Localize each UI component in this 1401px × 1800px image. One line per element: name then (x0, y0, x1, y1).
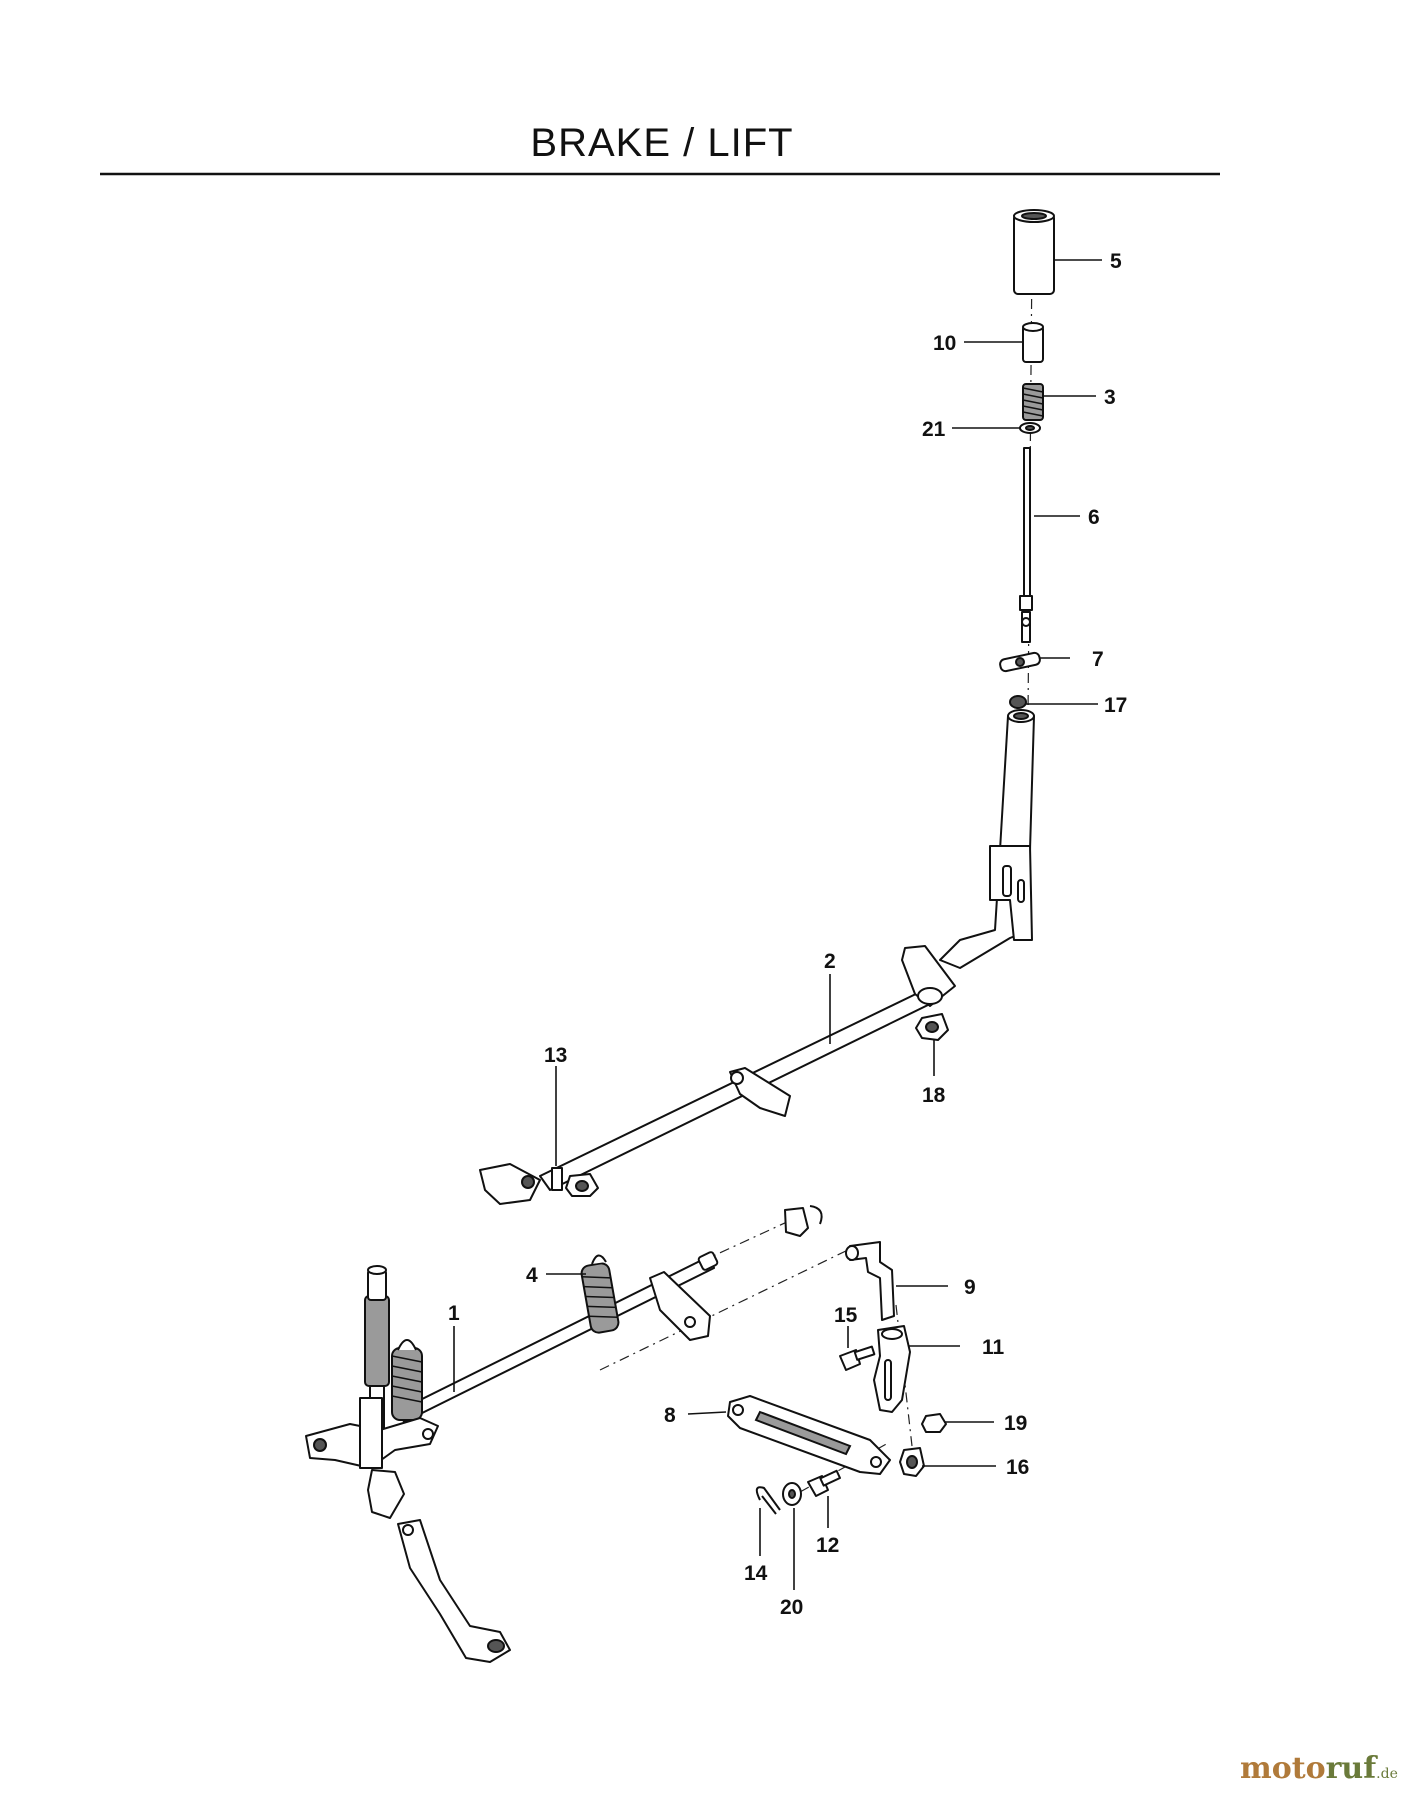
part-15-bolt[interactable] (839, 1345, 876, 1371)
part-9-bent-rod[interactable] (845, 1241, 895, 1321)
part-8-link-plate[interactable] (727, 1395, 891, 1475)
callout-20: 20 (780, 1596, 803, 1619)
part-2-rear-shaft[interactable] (479, 945, 956, 1205)
callout-7: 7 (1092, 648, 1104, 671)
callout-18: 18 (922, 1084, 946, 1107)
callout-5: 5 (1110, 250, 1122, 273)
brake-pedal-arm (397, 1519, 511, 1663)
shaft-clip (784, 1205, 823, 1237)
callout-8: 8 (664, 1404, 676, 1427)
pedal-post-assembly (305, 1265, 439, 1519)
part-21-washer[interactable] (1019, 422, 1041, 434)
part-17-nut[interactable] (1009, 695, 1027, 709)
part-20-washer[interactable] (782, 1482, 802, 1506)
part-18-nut[interactable] (915, 1013, 949, 1041)
part-19-nut[interactable] (921, 1413, 947, 1433)
callout-13: 13 (544, 1044, 567, 1067)
callout-9: 9 (964, 1276, 976, 1299)
callout-16: 16 (1006, 1456, 1029, 1479)
assembly-axis-lower-2 (599, 1247, 853, 1371)
part-16-nut[interactable] (899, 1447, 925, 1477)
page-title: BRAKE / LIFT (530, 121, 793, 165)
part-5-knob[interactable] (1013, 209, 1055, 295)
callout-6: 6 (1088, 506, 1100, 529)
callout-10: 10 (933, 332, 956, 355)
part-12-pin[interactable] (807, 1469, 842, 1497)
part-1-front-shaft[interactable] (399, 1251, 719, 1423)
callout-2: 2 (824, 950, 836, 973)
part-4-spring[interactable] (580, 1254, 620, 1334)
callout-14: 14 (744, 1562, 768, 1585)
watermark-logo: motoruf.de (1240, 1751, 1398, 1786)
part-6-rod[interactable] (1019, 447, 1033, 643)
part-11-slotted-link[interactable] (873, 1325, 911, 1413)
callout-1: 1 (448, 1302, 460, 1325)
leader-lines (453, 259, 1102, 1590)
part-3-spring[interactable] (1022, 383, 1044, 421)
callout-3: 3 (1104, 386, 1116, 409)
part-10-sleeve[interactable] (1022, 322, 1044, 363)
part-7-pin[interactable] (999, 651, 1041, 673)
callout-19: 19 (1004, 1412, 1027, 1435)
callout-17: 17 (1104, 694, 1127, 717)
callout-11: 11 (982, 1336, 1005, 1359)
callout-21: 21 (922, 418, 946, 441)
callout-15: 15 (834, 1304, 858, 1327)
lift-lever-arm (939, 709, 1035, 969)
assembly-axis-lower-1 (699, 1215, 801, 1263)
part-13-bushing[interactable] (565, 1173, 599, 1197)
callout-12: 12 (816, 1534, 839, 1557)
part-14-hairpin-clip[interactable] (755, 1486, 781, 1515)
callout-4: 4 (526, 1264, 538, 1287)
svg-text:motoruf.de: motoruf.de (1240, 1751, 1398, 1786)
